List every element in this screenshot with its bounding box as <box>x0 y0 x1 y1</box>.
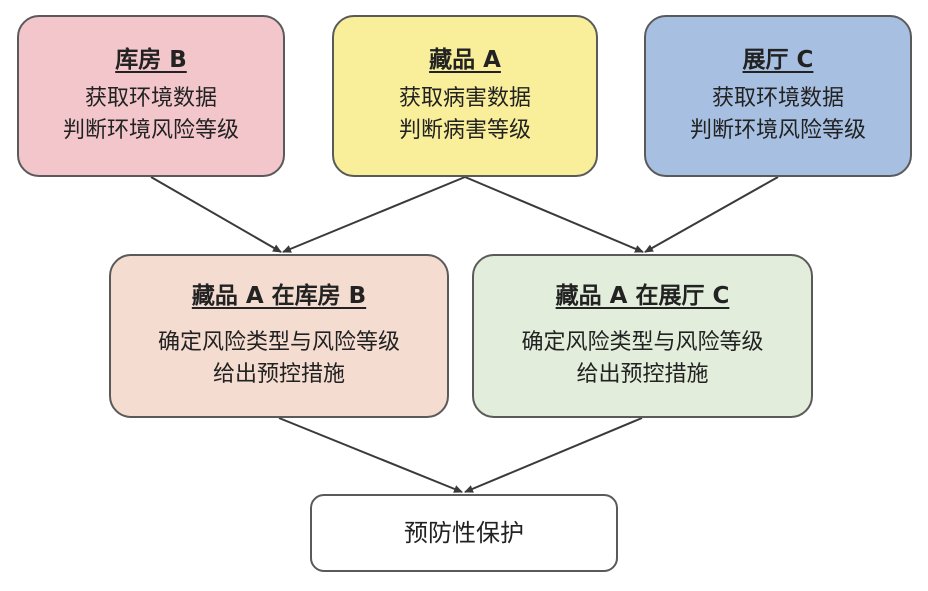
hall-c-box: 展厅 C 获取环境数据 判断环境风险等级 <box>644 15 912 177</box>
artifact-a-box: 藏品 A 获取病害数据 判断病害等级 <box>332 15 598 177</box>
storage-b-box: 库房 B 获取环境数据 判断环境风险等级 <box>17 15 285 177</box>
storage-b-title: 库房 B <box>115 47 187 73</box>
artifact-in-hall-title: 藏品 A 在展厅 C <box>555 283 730 309</box>
preventive-protection-label: 预防性保护 <box>404 519 524 547</box>
arrow-storage-to-combo-b <box>150 176 282 253</box>
artifact-in-storage-title: 藏品 A 在库房 B <box>191 283 367 309</box>
hall-c-line-1: 获取环境数据 <box>711 86 844 111</box>
artifact-in-storage-line-1: 确定风险类型与风险等级 <box>157 330 400 355</box>
preventive-protection-box: 预防性保护 <box>310 494 618 572</box>
arrow-combo-c-to-result <box>464 417 643 493</box>
artifact-in-hall-box: 藏品 A 在展厅 C 确定风险类型与风险等级 给出预控措施 <box>472 254 813 418</box>
hall-c-line-2: 判断环境风险等级 <box>689 118 866 143</box>
artifact-in-storage-line-2: 给出预控措施 <box>212 362 345 387</box>
arrow-artifact-to-combo-c <box>464 176 644 253</box>
arrow-artifact-to-combo-b <box>282 176 466 253</box>
arrow-combo-b-to-result <box>278 417 463 493</box>
hall-c-title: 展厅 C <box>742 47 814 73</box>
artifact-in-hall-line-2: 给出预控措施 <box>576 362 709 387</box>
artifact-a-title: 藏品 A <box>429 47 501 73</box>
storage-b-line-1: 获取环境数据 <box>84 86 217 111</box>
artifact-a-line-1: 获取病害数据 <box>398 86 531 111</box>
arrow-hall-to-combo-c <box>644 176 779 253</box>
artifact-a-line-2: 判断病害等级 <box>398 118 531 143</box>
artifact-in-storage-box: 藏品 A 在库房 B 确定风险类型与风险等级 给出预控措施 <box>109 254 449 418</box>
artifact-in-hall-line-1: 确定风险类型与风险等级 <box>521 330 764 355</box>
storage-b-line-2: 判断环境风险等级 <box>62 118 239 143</box>
